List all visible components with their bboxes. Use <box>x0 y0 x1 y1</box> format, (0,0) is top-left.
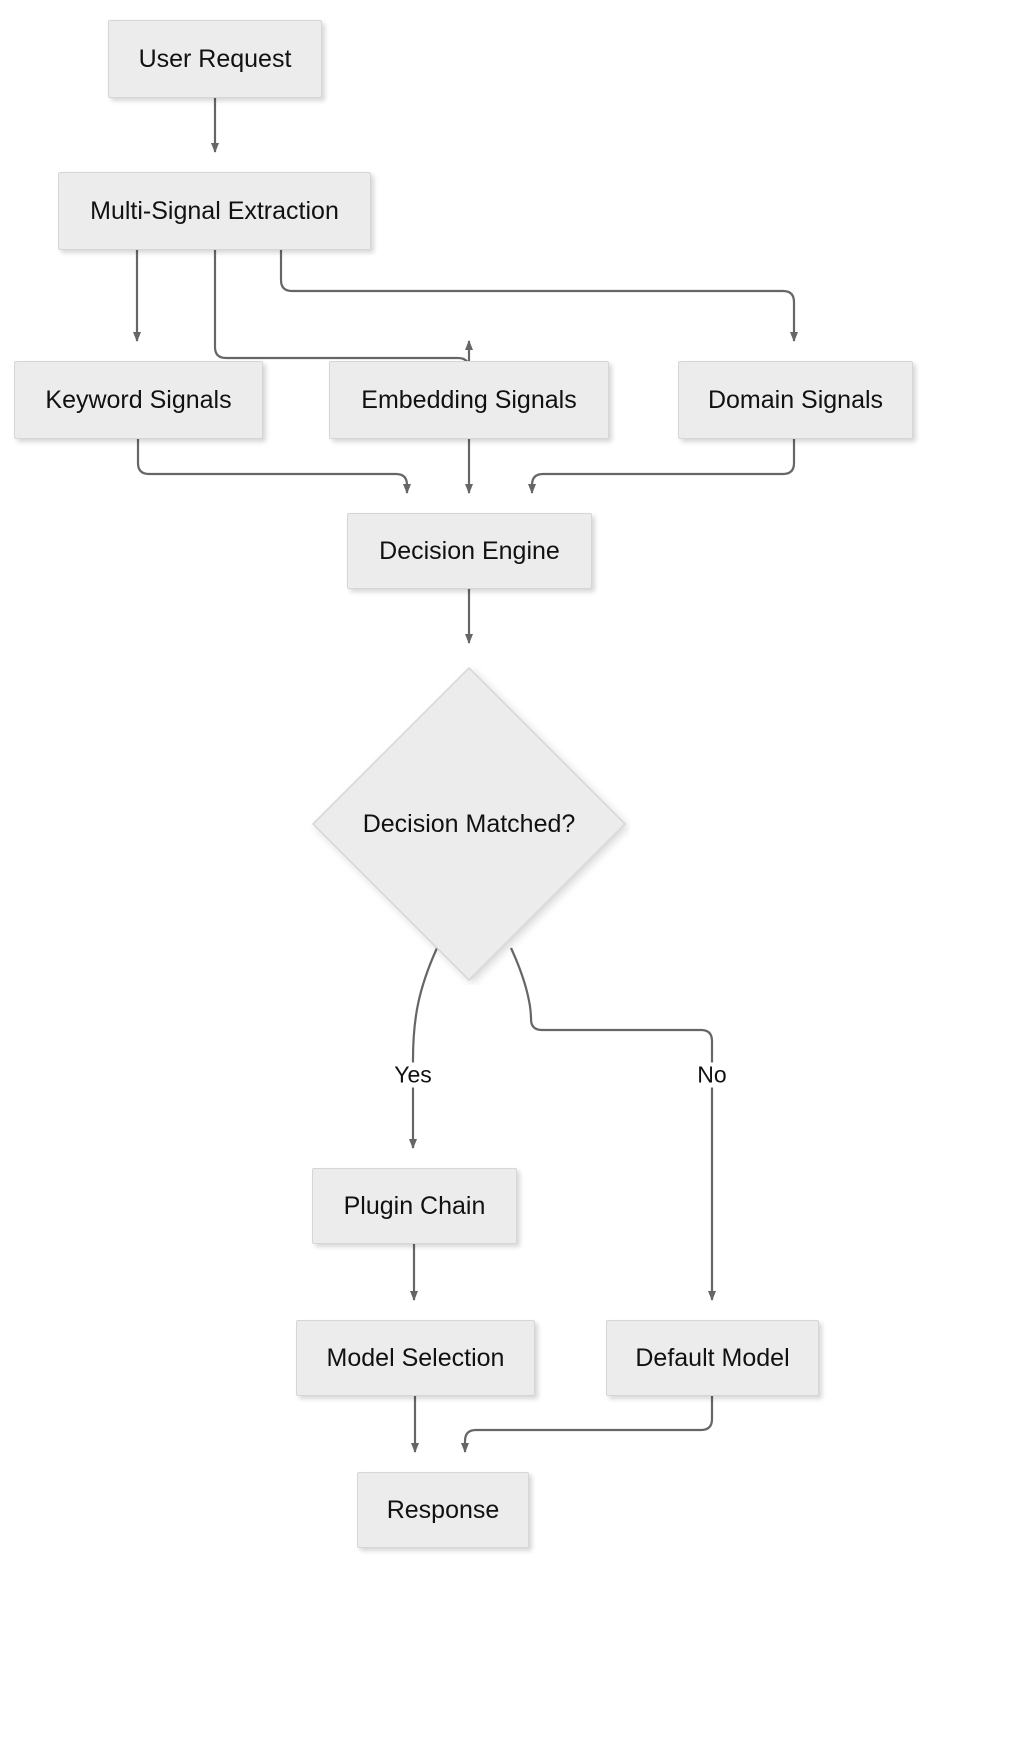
node-label: Response <box>386 1495 500 1524</box>
node-model-selection[interactable]: Model Selection <box>296 1320 535 1396</box>
node-domain-signals[interactable]: Domain Signals <box>678 361 913 439</box>
node-label: Model Selection <box>326 1343 505 1372</box>
edge-decision-matched-to-plugin-chain <box>409 947 439 1149</box>
node-label: Decision Engine <box>379 536 560 565</box>
edge-keyword-signals-to-decision-engine <box>136 439 411 494</box>
node-decision-matched[interactable]: Decision Matched? <box>308 663 630 985</box>
node-decision-engine[interactable]: Decision Engine <box>347 513 592 589</box>
diamond-shape <box>311 666 627 982</box>
node-label: Multi-Signal Extraction <box>90 196 339 225</box>
node-response[interactable]: Response <box>357 1472 529 1548</box>
node-user-request[interactable]: User Request <box>108 20 322 98</box>
node-label: Domain Signals <box>707 385 884 414</box>
node-label: Plugin Chain <box>343 1191 486 1220</box>
node-label: User Request <box>138 44 292 73</box>
node-label: Keyword Signals <box>45 385 232 414</box>
edge-default-model-to-response <box>461 1396 714 1453</box>
edge-label-no: No <box>693 1062 731 1088</box>
node-label: Decision Matched? <box>362 809 576 838</box>
node-label: Embedding Signals <box>361 385 577 414</box>
node-multi-signal-extraction[interactable]: Multi-Signal Extraction <box>58 172 371 250</box>
node-label: Default Model <box>635 1343 790 1372</box>
edge-multi-signal-to-embedding-signals <box>213 250 473 370</box>
edge-decision-matched-to-default-model <box>510 947 716 1301</box>
edge-multi-signal-to-domain-signals <box>279 250 798 342</box>
node-keyword-signals[interactable]: Keyword Signals <box>14 361 263 439</box>
edge-label-yes: Yes <box>390 1062 436 1088</box>
node-embedding-signals[interactable]: Embedding Signals <box>329 361 609 439</box>
node-default-model[interactable]: Default Model <box>606 1320 819 1396</box>
edge-domain-signals-to-decision-engine <box>528 439 796 494</box>
node-plugin-chain[interactable]: Plugin Chain <box>312 1168 517 1244</box>
